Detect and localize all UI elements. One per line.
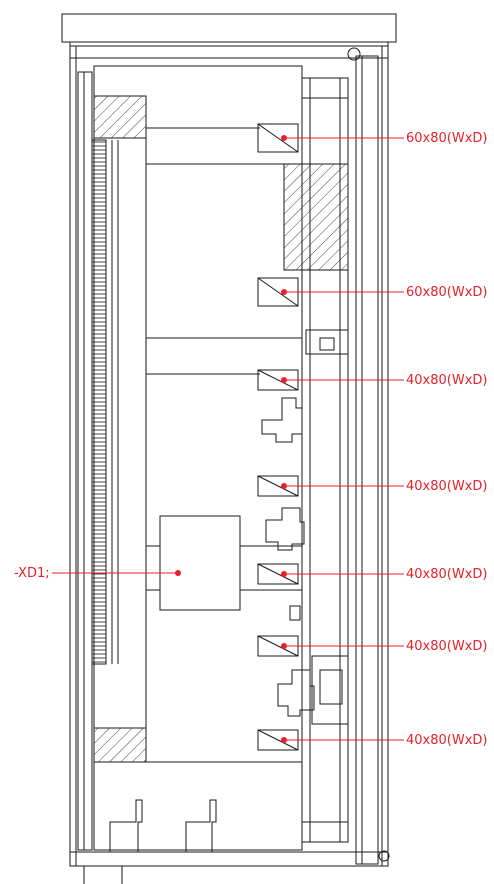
duct-section-diagonal-5 <box>257 563 299 585</box>
duct-section-diagonal-1 <box>257 123 299 153</box>
duct-size-label-1: 60x80(WxD) <box>406 131 487 146</box>
bottom-bracket-2 <box>185 799 217 852</box>
top-hinge <box>347 47 361 61</box>
hatched-bottom-trunking <box>93 727 147 763</box>
duct-leader-dot-1 <box>281 135 287 141</box>
large-device <box>311 655 349 725</box>
duct-leader-dot-7 <box>281 737 287 743</box>
duct-leader-dot-6 <box>281 643 287 649</box>
bottom-bracket-1 <box>109 799 143 852</box>
duct-section-diagonal-4 <box>257 475 299 497</box>
duct-leader-dot-3 <box>281 377 287 383</box>
vertical-duct <box>301 77 349 843</box>
roof-cap <box>61 13 397 43</box>
xd1-leader-dot <box>175 570 181 576</box>
duct-leader-dot-5 <box>281 571 287 577</box>
terminal-block-xd1 <box>159 515 241 611</box>
cabinet-enclosure <box>69 45 389 867</box>
hatched-top-trunking <box>93 95 147 139</box>
duct-section-diagonal-6 <box>257 635 299 657</box>
duct-leader-dot-4 <box>281 483 287 489</box>
bottom-hinge <box>378 850 390 862</box>
duct-section-diagonal-2 <box>257 277 299 307</box>
duct-size-label-3: 40x80(WxD) <box>406 373 487 388</box>
small-relay <box>289 605 301 621</box>
right-door <box>355 55 379 865</box>
duct-size-label-4: 40x80(WxD) <box>406 479 487 494</box>
din-component-2 <box>265 507 305 551</box>
terminal-strip <box>91 139 107 665</box>
din-component-3 <box>277 669 315 717</box>
terminal-block-label: -XD1; <box>14 566 50 581</box>
duct-section-diagonal-7 <box>257 729 299 751</box>
hatched-large-trunking <box>283 163 349 271</box>
duct-annotation-layer: 60x80(WxD) 60x80(WxD) 40x80(WxD) 40x80(WxD)… <box>257 123 487 751</box>
duct-section-diagonal-3 <box>257 369 299 391</box>
duct-size-label-2: 60x80(WxD) <box>406 285 487 300</box>
duct-size-label-5: 40x80(WxD) <box>406 567 487 582</box>
din-component-1 <box>261 397 303 443</box>
duct-leader-dot-2 <box>281 289 287 295</box>
duct-size-label-7: 40x80(WxD) <box>406 733 487 748</box>
bracket-component-1 <box>305 329 349 355</box>
duct-size-label-6: 40x80(WxD) <box>406 639 487 654</box>
left-door-frame <box>77 71 93 851</box>
